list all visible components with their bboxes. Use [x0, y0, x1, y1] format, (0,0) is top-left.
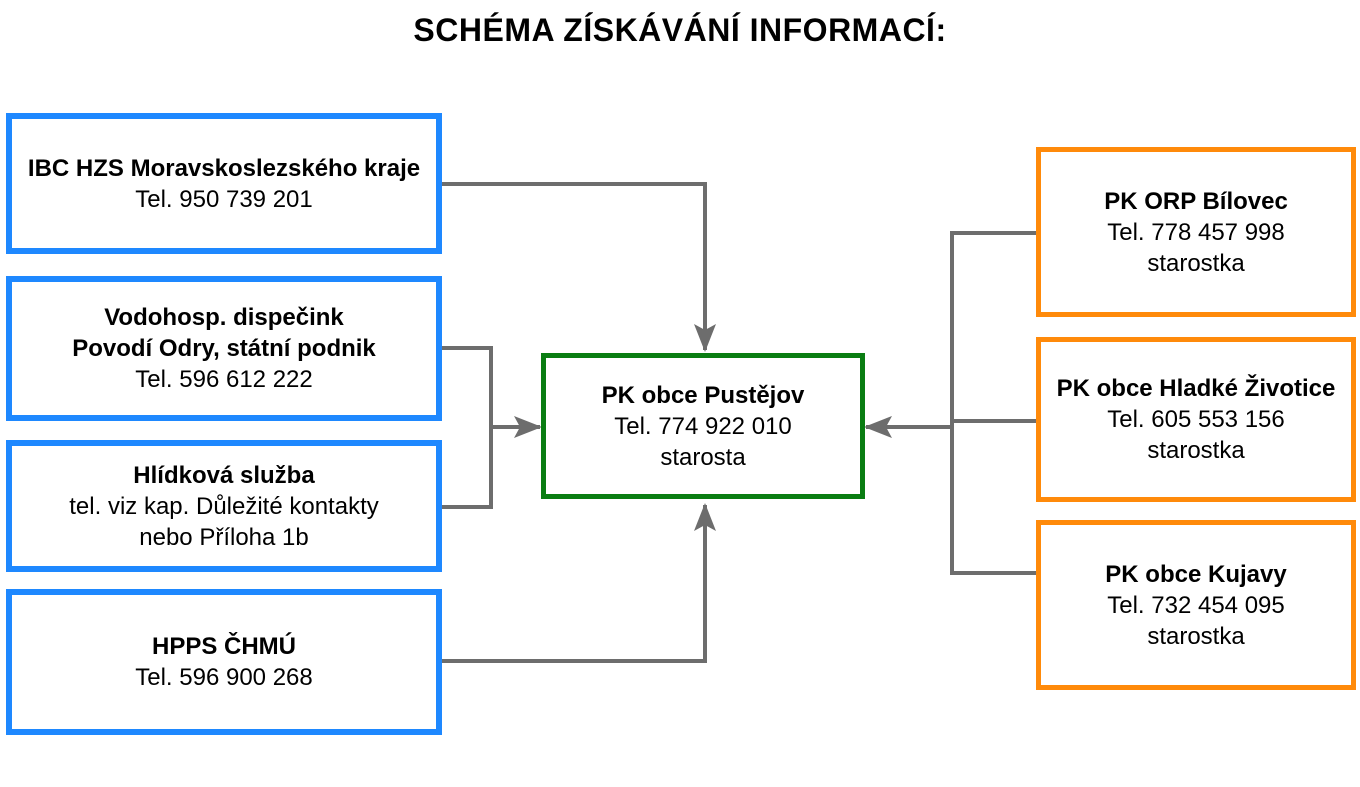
neighbor-phone: Tel. 732 454 095 — [1107, 591, 1285, 619]
neighbor-name: PK ORP Bílovec — [1104, 187, 1288, 215]
diagram-title: SCHÉMA ZÍSKÁVÁNÍ INFORMACÍ: — [413, 12, 947, 48]
neighbor-name: PK obce Kujavy — [1105, 560, 1287, 588]
neighbor-role: starostka — [1147, 249, 1245, 277]
source-name: HPPS ČHMÚ — [151, 633, 296, 660]
neighbor-name: PK obce Hladké Životice — [1056, 375, 1336, 402]
source-phone: Tel. 596 900 268 — [135, 664, 313, 691]
neighbor-role: starostka — [1147, 437, 1245, 464]
neighbor-box-hladke-zivotice: PK obce Hladké Životice Tel. 605 553 156… — [1036, 337, 1356, 502]
neighbor-box-kujavy: PK obce Kujavy Tel. 732 454 095 starostk… — [1036, 520, 1356, 690]
connector-hpps-to-center — [442, 503, 716, 663]
source-box-ibc-hzs: IBC HZS Moravskoslezského kraje Tel. 950… — [6, 113, 442, 254]
source-phone: Tel. 596 612 222 — [135, 366, 313, 393]
connector-ibc-to-center — [442, 182, 716, 352]
center-box-pk-pustejov: PK obce Pustějov Tel. 774 922 010 staros… — [541, 353, 865, 499]
center-role: starosta — [660, 443, 746, 471]
connector-neighbor-bus — [950, 231, 1038, 575]
source-name: Hlídková služba — [133, 461, 315, 489]
neighbor-box-orp-bilovec: PK ORP Bílovec Tel. 778 457 998 starostk… — [1036, 147, 1356, 317]
source-contact-line2: nebo Příloha 1b — [139, 523, 309, 551]
neighbor-phone: Tel. 605 553 156 — [1107, 406, 1285, 433]
source-phone: Tel. 950 739 201 — [135, 185, 313, 213]
source-name-line2: Povodí Odry, státní podnik — [72, 335, 376, 362]
connector-vodohosp — [442, 346, 493, 509]
source-name: IBC HZS Moravskoslezského kraje — [27, 154, 421, 182]
source-name: Vodohosp. dispečink — [104, 304, 344, 331]
source-box-hpps-chmu: HPPS ČHMÚ Tel. 596 900 268 — [6, 589, 442, 735]
neighbor-phone: Tel. 778 457 998 — [1107, 218, 1285, 246]
neighbor-role: starostka — [1147, 622, 1245, 650]
center-name: PK obce Pustějov — [601, 381, 805, 409]
source-box-vodohosp: Vodohosp. dispečink Povodí Odry, státní … — [6, 276, 442, 421]
source-box-hlidkova: Hlídková služba tel. viz kap. Důležité k… — [6, 440, 442, 572]
source-contact-line: tel. viz kap. Důležité kontakty — [69, 492, 379, 520]
center-phone: Tel. 774 922 010 — [614, 412, 792, 440]
